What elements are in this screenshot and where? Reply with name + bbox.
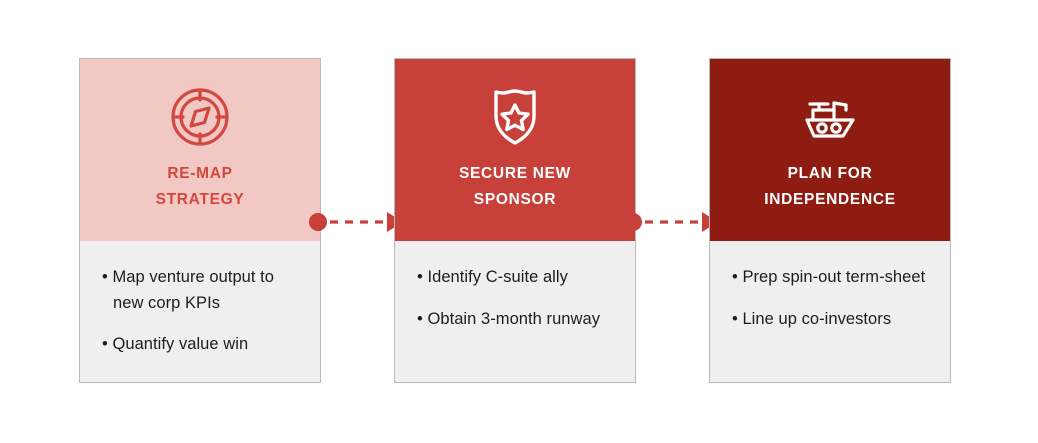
card-header-2: SECURE NEW SPONSOR	[395, 59, 635, 241]
card-header-1: RE-MAP STRATEGY	[80, 59, 320, 241]
card-title-1-line2: STRATEGY	[155, 190, 245, 208]
boat-icon	[798, 85, 862, 149]
card-title-1-line1: RE-MAP	[167, 165, 233, 182]
card-title-2-line1: SECURE NEW	[458, 165, 572, 182]
process-card-3[interactable]: PLAN FOR INDEPENDENCE • Prep spin-out te…	[709, 58, 951, 383]
card-body-1: • Map venture output to new corp KPIs • …	[80, 241, 320, 382]
list-item: • Prep spin-out term-sheet	[732, 268, 926, 286]
list-item: • Line up co-investors	[732, 309, 892, 328]
list-item: • Quantify value win	[102, 335, 249, 354]
card-title-2-line2: SPONSOR	[473, 190, 557, 208]
list-item: • Obtain 3-month runway	[417, 309, 601, 328]
connector-dot-icon	[309, 213, 327, 231]
shield-star-icon	[483, 85, 547, 149]
list-item: • Map venture output to new corp KPIs	[102, 268, 275, 312]
compass-icon	[168, 85, 232, 149]
card-title-1: RE-MAP STRATEGY	[142, 161, 259, 212]
card-title-3-line1: PLAN FOR	[787, 165, 873, 182]
card-title-2: SECURE NEW SPONSOR	[445, 161, 585, 212]
connector-dot-icon	[624, 213, 642, 231]
process-card-1[interactable]: RE-MAP STRATEGY • Map venture output to …	[79, 58, 321, 383]
card-header-3: PLAN FOR INDEPENDENCE	[710, 59, 950, 241]
card-body-3: • Prep spin-out term-sheet • Line up co-…	[710, 241, 950, 382]
process-card-2[interactable]: SECURE NEW SPONSOR • Identify C-suite al…	[394, 58, 636, 383]
card-title-3: PLAN FOR INDEPENDENCE	[750, 161, 910, 212]
list-item: • Identify C-suite ally	[417, 268, 568, 286]
card-body-2: • Identify C-suite ally • Obtain 3-month…	[395, 241, 635, 382]
card-title-3-line2: INDEPENDENCE	[764, 190, 896, 208]
